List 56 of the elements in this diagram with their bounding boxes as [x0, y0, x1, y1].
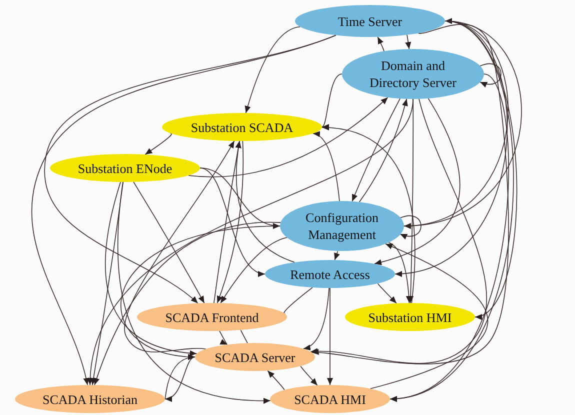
- arrow: [370, 243, 488, 390]
- arrow: [124, 140, 235, 352]
- arrow: [390, 74, 509, 401]
- arrow: [480, 63, 502, 87]
- arrow: [44, 34, 336, 304]
- arrow: [117, 182, 271, 404]
- arrow: [310, 98, 487, 364]
- arrow: [244, 26, 300, 114]
- arrow: [219, 330, 228, 345]
- ellipse-node: [15, 385, 165, 413]
- arrow: [377, 36, 384, 52]
- arrow: [90, 182, 124, 386]
- arrow: [322, 124, 416, 304]
- node-label: Substation ENode: [78, 160, 172, 176]
- node-label: Substation HMI: [368, 308, 452, 326]
- arrow: [120, 226, 280, 360]
- node-label: Domain and Directory Server: [368, 57, 458, 91]
- node-label: Substation SCADA: [190, 118, 294, 136]
- arrow: [394, 20, 508, 276]
- ellipse-node: [342, 49, 484, 99]
- arrow: [200, 168, 280, 228]
- arrow: [220, 237, 288, 304]
- node-label: SCADA Historian: [42, 390, 138, 408]
- arrow: [378, 283, 397, 304]
- arrow: [200, 168, 266, 276]
- arrow: [133, 182, 205, 304]
- arrow: [312, 132, 340, 202]
- arrow: [405, 34, 412, 50]
- arrow: [327, 288, 333, 386]
- arrow: [322, 74, 342, 128]
- ellipse-node: [280, 201, 404, 251]
- ellipse-node: [195, 343, 315, 371]
- node-label: SCADA Frontend: [165, 308, 259, 326]
- arrow: [105, 182, 198, 356]
- arrow: [352, 98, 400, 202]
- node-label: SCADA Server: [214, 348, 296, 366]
- arrow: [267, 370, 285, 390]
- arrow: [303, 288, 330, 350]
- arrow: [311, 24, 509, 364]
- node-label: Remote Access: [290, 266, 370, 282]
- arrow: [374, 98, 460, 265]
- node-label: Configuration Management: [304, 209, 380, 243]
- arrow: [236, 140, 295, 263]
- arrow: [94, 222, 281, 386]
- ellipse-node: [162, 113, 322, 141]
- arrow: [144, 132, 172, 155]
- arrow: [400, 215, 422, 239]
- ellipse-node: [137, 303, 287, 331]
- arrow: [358, 98, 408, 202]
- arrow: [188, 96, 388, 178]
- arrow: [300, 366, 318, 386]
- arrow: [334, 250, 340, 260]
- arrow: [88, 98, 414, 386]
- node-label: SCADA HMI: [294, 390, 366, 408]
- arrow: [388, 242, 412, 304]
- node-label: Time Server: [338, 12, 402, 30]
